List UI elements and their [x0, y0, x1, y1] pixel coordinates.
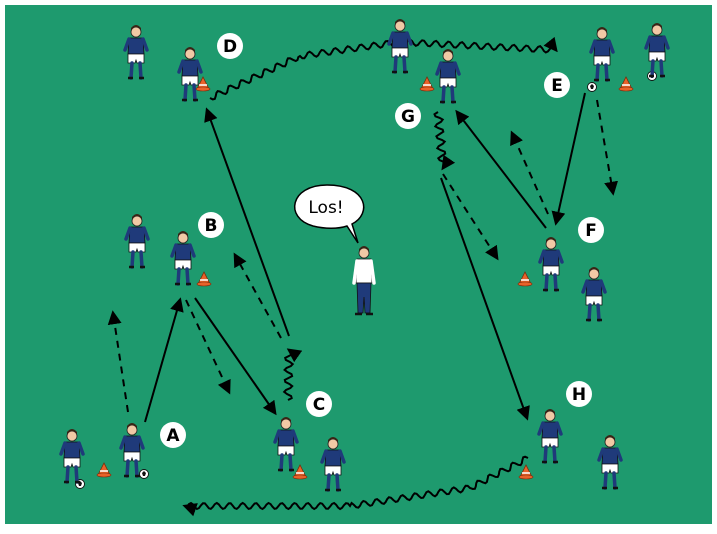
arrow-f-to-g: [455, 109, 547, 229]
dashed-e-down: [596, 99, 618, 196]
station-label-g: G: [395, 103, 421, 129]
station-label-c: C: [306, 391, 332, 417]
solid-arrows: [144, 92, 586, 423]
station-label-bg: [395, 103, 421, 129]
station-label-b: B: [198, 212, 224, 238]
station-label-text: G: [401, 107, 415, 127]
station-label-text: A: [166, 426, 180, 446]
dashed-arrows: [107, 99, 618, 413]
station-label-text: C: [313, 395, 325, 415]
dashed-f-up: [510, 130, 549, 215]
station-label-text: F: [585, 221, 597, 241]
station-label-text: H: [572, 385, 586, 405]
dribble-g-down: [433, 111, 456, 171]
dribble-arrows: [182, 36, 558, 517]
station-label-h: H: [566, 381, 592, 407]
station-label-bg: [306, 391, 332, 417]
dashed-b-down: [185, 299, 231, 395]
station-label-bg: [217, 33, 243, 59]
ball: [139, 469, 149, 479]
arrow-b-to-c: [194, 297, 277, 416]
station-label-bg: [198, 212, 224, 238]
station-label-text: D: [223, 37, 237, 57]
dribble-c-up: [282, 348, 303, 401]
arrow-e-to-f: [551, 92, 586, 226]
station-label-bg: [160, 422, 186, 448]
station-labels: A B C D E F G H: [160, 33, 604, 448]
speech-bubble: Los!: [294, 184, 365, 244]
station-label-bg: [544, 72, 570, 98]
arrow-c-to-d: [204, 107, 290, 337]
coach: [352, 246, 376, 316]
station-label-text: E: [551, 76, 563, 96]
arrow-a-to-b: [144, 297, 184, 423]
dashed-a-up: [107, 310, 129, 413]
station-label-d: D: [217, 33, 243, 59]
dribble-h-to-a: [182, 455, 529, 517]
station-label-e: E: [544, 72, 570, 98]
ball: [587, 82, 597, 92]
dashed-c-up: [233, 252, 282, 339]
arrow-g-to-h: [440, 177, 530, 421]
station-label-a: A: [160, 422, 186, 448]
station-label-f: F: [578, 217, 604, 243]
station-label-bg: [578, 217, 604, 243]
speech-bubble-text: Los!: [308, 198, 343, 218]
station-label-text: B: [205, 216, 218, 236]
station-label-bg: [566, 381, 592, 407]
dribble-d-to-e: [209, 36, 558, 101]
dashed-g-down: [442, 173, 499, 261]
